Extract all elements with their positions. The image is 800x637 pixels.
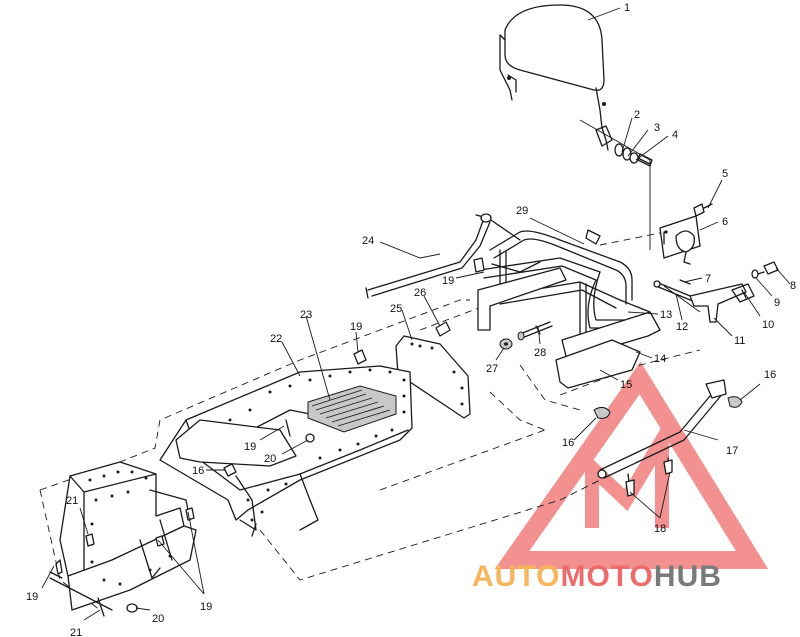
callout-5: 5: [722, 168, 728, 180]
callout-27: 27: [486, 363, 498, 375]
watermark-logo-icon: [494, 361, 769, 569]
callout-16-rear: 16: [764, 369, 776, 381]
rack-frame-part: [475, 214, 661, 389]
callout-13: 13: [660, 309, 672, 321]
callout-19-bottom: 19: [200, 601, 212, 613]
callout-15: 15: [620, 379, 632, 391]
leader-lines: [41, 7, 791, 621]
dashed-outlines: [39, 231, 701, 611]
screws-and-nuts: [55, 257, 485, 617]
callout-18: 18: [654, 523, 666, 535]
callout-17: 17: [726, 445, 738, 457]
bracket-hardware: [653, 261, 779, 323]
callout-12: 12: [676, 321, 688, 333]
callout-19-rack: 19: [442, 275, 454, 287]
callout-28: 28: [534, 347, 546, 359]
ribbed-mat-part: [307, 385, 397, 433]
fender-box-part: [49, 461, 197, 611]
callout-19-tray-top: 19: [350, 321, 362, 333]
callout-9: 9: [774, 297, 780, 309]
callout-7: 7: [705, 273, 711, 285]
callout-11: 11: [734, 335, 745, 347]
callout-4: 4: [672, 129, 678, 141]
watermark-auto: AUTO: [472, 560, 560, 593]
callout-6: 6: [722, 216, 728, 228]
callout-3: 3: [654, 122, 660, 134]
callout-labels: 1 2 3 4 5 6 7 8 9 10 11 12 13 14 15 16 1…: [26, 2, 796, 637]
callout-19-left: 19: [26, 591, 38, 603]
rear-tube-part: [593, 379, 743, 497]
callout-23: 23: [300, 309, 312, 321]
rack-side-bar-part: [365, 213, 492, 299]
watermark-hub: HUB: [654, 560, 722, 593]
washer-bolt-stack: [614, 143, 653, 167]
callout-10: 10: [762, 319, 774, 331]
callout-19-tray-mid: 19: [244, 441, 256, 453]
callout-1: 1: [624, 2, 630, 14]
callout-26: 26: [414, 287, 426, 299]
callout-2: 2: [634, 109, 640, 121]
callout-20-bottom: 20: [152, 613, 164, 625]
callout-20-tray: 20: [264, 453, 276, 465]
callout-25: 25: [390, 303, 402, 315]
callout-16-tray: 16: [192, 465, 204, 477]
callout-24: 24: [362, 235, 374, 247]
watermark-moto: MOTO: [560, 560, 653, 593]
watermark-text: AUTOMOTOHUB: [472, 560, 722, 593]
small-fasteners: [435, 321, 553, 350]
callout-16-front: 16: [562, 437, 574, 449]
callout-29: 29: [516, 205, 528, 217]
callout-22: 22: [270, 333, 282, 345]
callout-14: 14: [654, 353, 666, 365]
tail-light-part: [659, 215, 701, 265]
backrest-part: [499, 4, 613, 151]
callout-8: 8: [790, 280, 796, 292]
callout-21-bottom: 21: [70, 627, 82, 637]
callout-21-top: 21: [66, 495, 78, 507]
svg-text:AUTOMOTOHUB: AUTOMOTOHUB: [472, 560, 722, 593]
